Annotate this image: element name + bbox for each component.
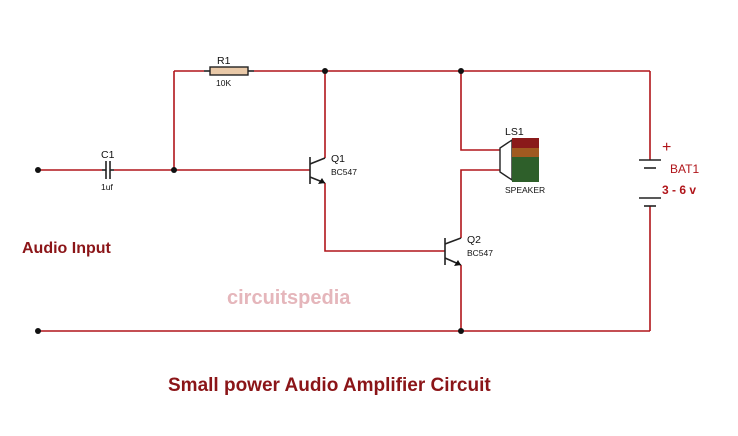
q1-ref-label: Q1 <box>331 153 345 165</box>
q1-emitter-to-q2-base-wire <box>324 183 445 252</box>
junction-dot <box>458 328 464 334</box>
q1-value-label: BC547 <box>331 167 357 177</box>
ls1-ref-label: LS1 <box>505 126 524 138</box>
speaker-ls1: LS1 SPEAKER <box>499 126 545 195</box>
junction-dot <box>171 167 177 173</box>
speaker-body-low <box>512 157 539 182</box>
q2-ref-label: Q2 <box>467 234 481 246</box>
r1-value-label: 10K <box>216 78 231 88</box>
speaker-bottom-wire <box>460 169 500 238</box>
ls1-value-label: SPEAKER <box>505 185 545 195</box>
resistor-r1-body <box>209 66 249 76</box>
diagram-title: Small power Audio Amplifier Circuit <box>168 375 491 396</box>
capacitor-c1: C1 1uf <box>101 149 115 192</box>
battery-bat1: + BAT1 3 - 6 v <box>639 139 699 207</box>
bat1-value-label: 3 - 6 v <box>662 183 696 197</box>
speaker-body-top <box>512 138 539 148</box>
c1-value-label: 1uf <box>101 182 113 192</box>
battery-plus-sign: + <box>662 139 671 156</box>
transistor-q1: Q1 BC547 <box>309 153 357 184</box>
junction-dot <box>322 68 328 74</box>
r1-ref-label: R1 <box>217 55 231 67</box>
speaker-body-mid <box>512 148 539 157</box>
input-terminal-dot <box>35 167 41 173</box>
wires <box>38 70 651 332</box>
q1-emitter-arrow <box>318 178 325 184</box>
ground-terminal-dot <box>35 328 41 334</box>
watermark-text: circuitspedia <box>227 287 351 309</box>
junction-dot <box>458 68 464 74</box>
c1-ref-label: C1 <box>101 149 115 161</box>
bat1-ref-label: BAT1 <box>670 162 699 176</box>
audio-input-label: Audio Input <box>22 240 112 257</box>
junctions <box>35 68 464 334</box>
transistor-q2: Q2 BC547 <box>444 234 493 266</box>
q2-emitter-arrow <box>454 260 461 266</box>
q2-value-label: BC547 <box>467 248 493 258</box>
speaker-top-wire <box>460 71 500 151</box>
speaker-cone <box>499 138 513 182</box>
resistor-r1: R1 10K <box>204 55 254 88</box>
